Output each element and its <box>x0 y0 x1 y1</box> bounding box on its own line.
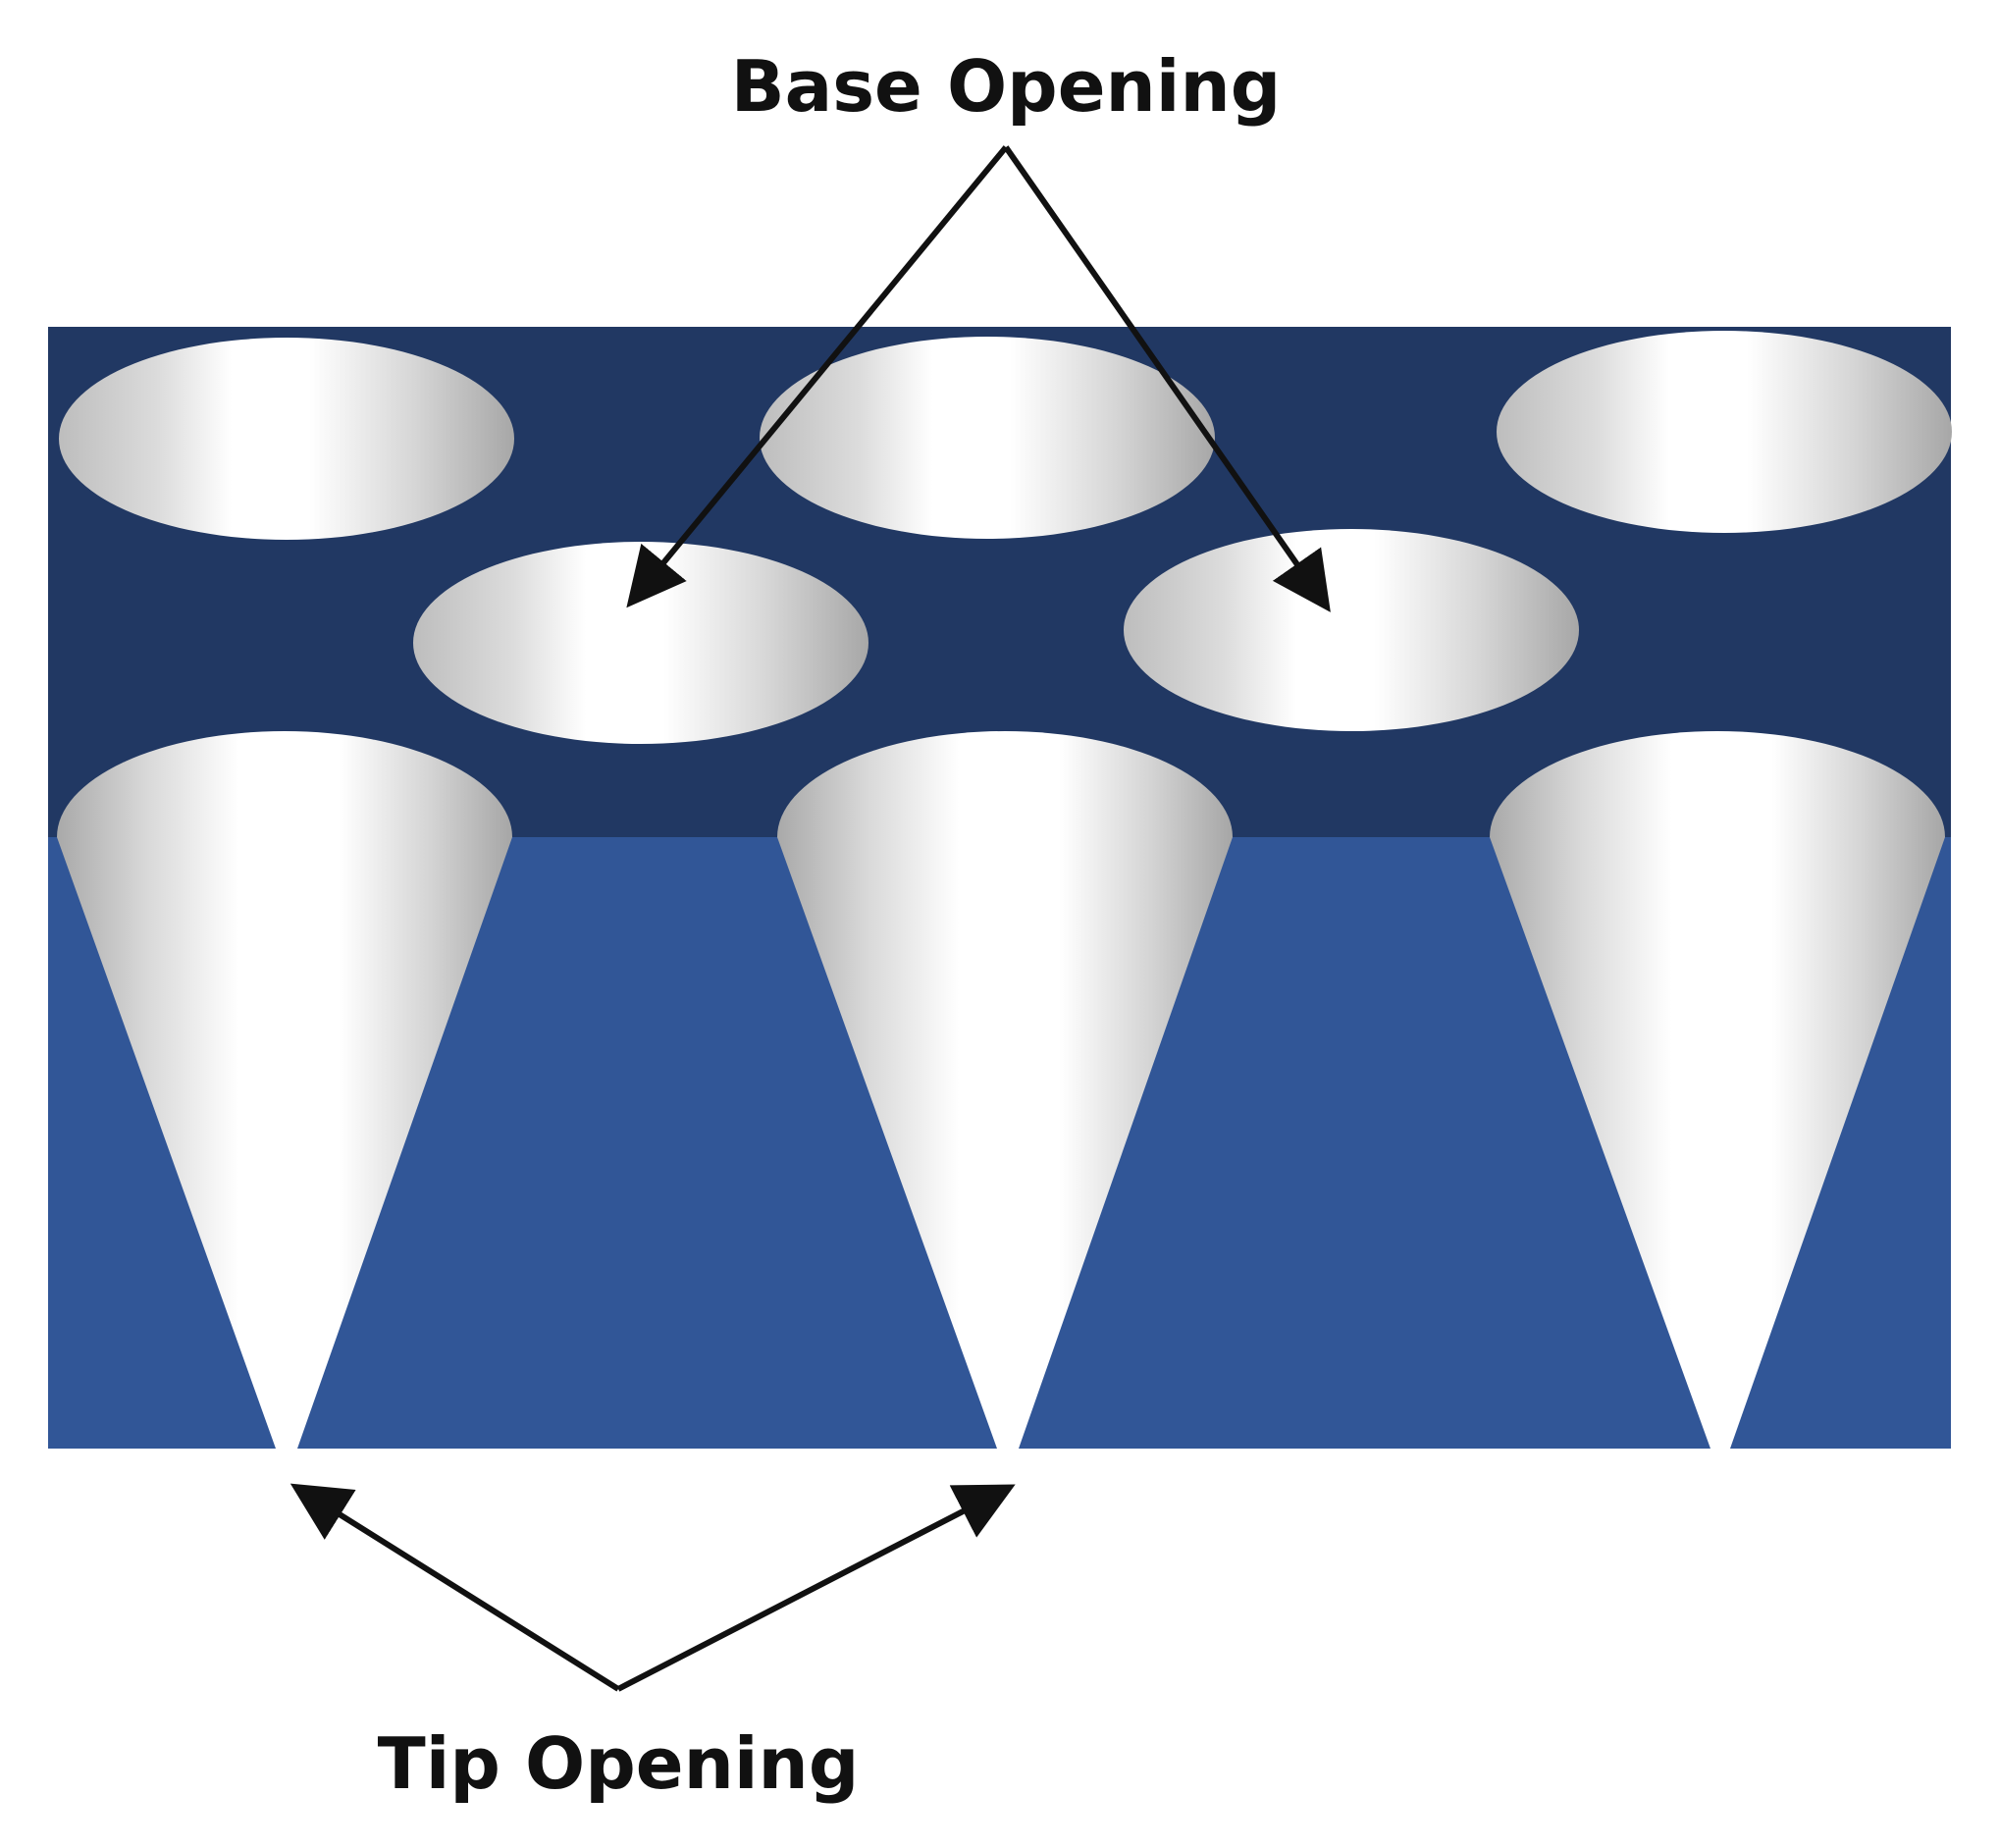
base-opening <box>1497 331 1952 533</box>
base-opening <box>1124 529 1579 731</box>
base-opening-arrow <box>626 145 1009 608</box>
base-opening <box>760 337 1215 539</box>
base-opening-arrow <box>1003 145 1331 612</box>
cone-pore <box>1490 731 1945 1449</box>
base-opening <box>59 338 514 540</box>
tip-opening-arrow <box>289 1483 620 1692</box>
tip-opening-arrow <box>616 1484 1016 1692</box>
cone-pore <box>777 731 1233 1449</box>
tip-opening-label: Tip Opening <box>378 1722 860 1805</box>
cone-pore <box>57 731 512 1449</box>
base-opening <box>413 542 868 744</box>
base-opening-label: Base Opening <box>731 45 1282 128</box>
